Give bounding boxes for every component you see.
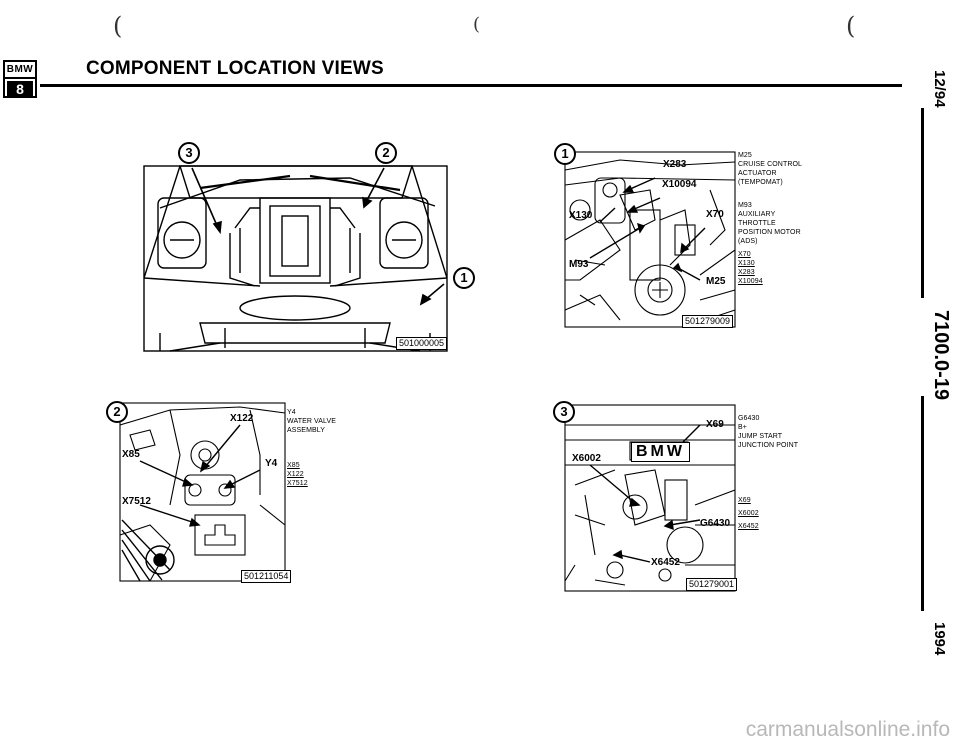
callout-1: 1	[453, 267, 475, 289]
label-x69: X69	[706, 419, 724, 430]
side-rule-top	[921, 108, 924, 298]
watermark: carmanualsonline.info	[745, 718, 950, 741]
figure-id-top-left: 501000005	[396, 337, 448, 350]
legend-ref: X69	[738, 497, 751, 504]
legend-line: WATER VALVE	[287, 418, 337, 425]
jump-start-area-drawing	[564, 404, 736, 592]
label-x10094: X10094	[662, 179, 697, 190]
legend-ref: X6002	[738, 510, 759, 517]
legend-line: JUMP START	[738, 433, 783, 440]
legend-ref: X70	[738, 251, 751, 258]
label-x70: X70	[706, 209, 724, 220]
bmw-badge-text: BMW	[631, 442, 690, 462]
legend-ref: X7512	[287, 480, 308, 487]
logo-bottom-text: 8	[7, 81, 33, 98]
legend-bottom-left: Y4 WATER VALVE ASSEMBLY X85 X122 X7512	[287, 408, 336, 488]
legend-line: POSITION MOTOR	[738, 229, 801, 236]
side-year: 1994	[931, 622, 948, 656]
legend-line: AUXILIARY	[738, 211, 776, 218]
legend-line: Y4	[287, 409, 296, 416]
legend-line: M93	[738, 202, 752, 209]
legend-line: (ADS)	[738, 238, 758, 245]
label-m25: M25	[706, 276, 726, 287]
legend-line: ACTUATOR	[738, 170, 777, 177]
legend-ref: X6452	[738, 523, 759, 530]
callout-2: 2	[375, 142, 397, 164]
figure-id-top-right: 501279009	[682, 315, 734, 328]
legend-top-right: M25 CRUISE CONTROL ACTUATOR (TEMPOMAT) M…	[738, 151, 802, 286]
legend-bottom-right: G6430 B+ JUMP START JUNCTION POINT X69 X…	[738, 414, 798, 531]
legend-line: JUNCTION POINT	[738, 442, 799, 449]
legend-line: CRUISE CONTROL	[738, 161, 803, 168]
margin-mark-right: (	[846, 12, 856, 40]
legend-ref: X10094	[738, 278, 763, 285]
page-title: COMPONENT LOCATION VIEWS	[86, 58, 384, 79]
legend-line: THROTTLE	[738, 220, 776, 227]
label-x6002: X6002	[572, 453, 601, 464]
callout-3: 3	[178, 142, 200, 164]
label-y4: Y4	[265, 458, 278, 469]
side-rule-middle	[921, 396, 924, 611]
side-date: 12/94	[931, 70, 948, 108]
margin-mark-center: (	[473, 14, 481, 35]
margin-mark-left: (	[113, 12, 123, 40]
legend-ref: X85	[287, 462, 300, 469]
figure-id-bottom-left: 501211054	[241, 570, 292, 583]
figure-id-bottom-right: 501279001	[686, 578, 738, 591]
legend-line: (TEMPOMAT)	[738, 179, 783, 186]
label-x6452: X6452	[651, 557, 680, 568]
callout-2-detail: 2	[106, 401, 128, 423]
legend-ref: X122	[287, 471, 304, 478]
legend-ref: X130	[738, 260, 755, 267]
label-x130: X130	[569, 210, 593, 221]
legend-ref: X283	[738, 269, 755, 276]
label-x7512: X7512	[122, 496, 151, 507]
legend-line: M25	[738, 152, 752, 159]
side-page-number: 7100.0-19	[930, 310, 952, 401]
label-x283: X283	[663, 159, 687, 170]
title-rule	[40, 84, 902, 87]
label-m93: M93	[569, 259, 589, 270]
water-valve-area-drawing	[119, 402, 286, 582]
engine-bay-overview-drawing	[143, 165, 448, 352]
callout-1-detail: 1	[554, 143, 576, 165]
label-g6430: G6430	[700, 518, 731, 529]
logo-top-text: BMW	[5, 62, 35, 79]
legend-line: B+	[738, 424, 747, 431]
legend-line: ASSEMBLY	[287, 427, 326, 434]
label-x85: X85	[122, 449, 140, 460]
label-x122: X122	[230, 413, 254, 424]
cruise-control-area-drawing	[564, 151, 736, 328]
bmw-8-logo: BMW 8	[3, 60, 37, 98]
callout-3-detail: 3	[553, 401, 575, 423]
legend-line: G6430	[738, 415, 760, 422]
